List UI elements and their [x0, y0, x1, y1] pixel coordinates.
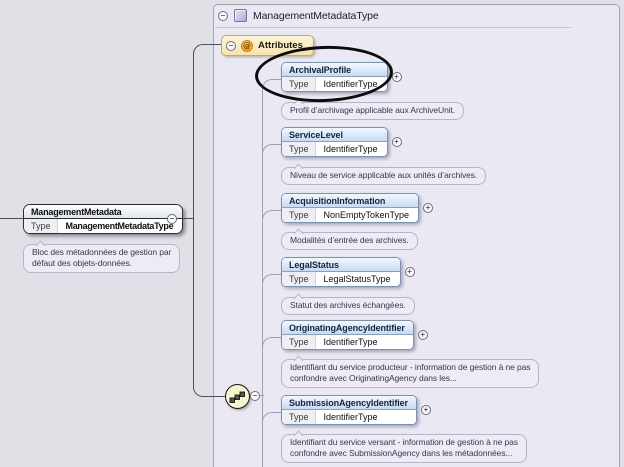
connector-line	[262, 88, 263, 467]
connector-line	[262, 274, 281, 287]
type-value: IdentifierType	[323, 79, 378, 89]
element-group: SubmissionAgencyIdentifier Type Identifi…	[281, 395, 431, 425]
element-box-servicelevel[interactable]: ServiceLevel Type IdentifierType	[281, 127, 388, 157]
expand-icon[interactable]: +	[391, 137, 402, 147]
connector-line	[193, 44, 221, 55]
complextype-header: − ManagementMetadataType	[218, 9, 379, 22]
attributes-section[interactable]: − @ Attributes	[221, 35, 314, 56]
complextype-title: ManagementMetadataType	[253, 9, 379, 22]
expand-icon[interactable]: +	[417, 330, 428, 340]
complex-type-icon	[234, 9, 247, 22]
type-value: IdentifierType	[323, 412, 378, 422]
description-bubble: Statut des archives échangées.	[281, 297, 415, 315]
element-box-originatingagencyidentifier[interactable]: OriginatingAgencyIdentifier Type Identif…	[281, 320, 414, 350]
type-value: IdentifierType	[323, 144, 378, 154]
header-divider	[215, 27, 571, 28]
element-name: ManagementMetadata	[24, 205, 183, 219]
collapse-icon[interactable]: −	[218, 10, 228, 21]
element-name: LegalStatus	[282, 258, 400, 272]
element-box-archivalprofile[interactable]: ArchivalProfile Type IdentifierType	[281, 62, 388, 92]
element-box-acquisitioninformation[interactable]: AcquisitionInformation Type NonEmptyToke…	[281, 193, 420, 223]
element-box-legalstatus[interactable]: LegalStatus Type LegalStatusType	[281, 257, 401, 287]
element-box-submissionagencyidentifier[interactable]: SubmissionAgencyIdentifier Type Identifi…	[281, 395, 417, 425]
root-element-group: ManagementMetadata Type ManagementMetada…	[23, 204, 184, 234]
element-name: AcquisitionInformation	[282, 194, 419, 208]
connector-line	[0, 218, 24, 219]
collapse-icon[interactable]: −	[226, 40, 236, 51]
type-value: IdentifierType	[323, 337, 378, 347]
collapse-icon[interactable]: −	[167, 214, 177, 224]
description-bubble: Identifiant du service producteur - info…	[281, 359, 540, 388]
element-group: OriginatingAgencyIdentifier Type Identif…	[281, 320, 428, 350]
type-label: Type	[282, 77, 316, 91]
collapse-icon[interactable]: −	[250, 391, 260, 401]
connector-line	[262, 210, 281, 223]
connector-line	[262, 144, 281, 157]
element-box-managementmetadata[interactable]: ManagementMetadata Type ManagementMetada…	[23, 204, 184, 234]
type-label: Type	[282, 410, 316, 424]
expand-icon[interactable]: +	[404, 267, 415, 277]
connector-line	[262, 79, 281, 92]
expand-icon[interactable]: +	[420, 405, 431, 415]
attributes-label: Attributes	[258, 40, 303, 51]
element-name: ServiceLevel	[282, 128, 387, 142]
element-group: ServiceLevel Type IdentifierType +	[281, 127, 402, 157]
description-bubble: Niveau de service applicable aux unités …	[281, 167, 487, 185]
element-group: AcquisitionInformation Type NonEmptyToke…	[281, 193, 434, 223]
connector-line	[262, 412, 281, 425]
connector-line	[177, 218, 194, 219]
type-label: Type	[282, 208, 316, 222]
connector-line	[193, 386, 225, 397]
attribute-at-icon: @	[241, 39, 253, 52]
type-value: LegalStatusType	[323, 274, 391, 284]
type-label: Type	[282, 142, 316, 156]
element-name: OriginatingAgencyIdentifier	[282, 321, 413, 335]
element-group: LegalStatus Type LegalStatusType +	[281, 257, 415, 287]
element-name: ArchivalProfile	[282, 63, 387, 77]
expand-icon[interactable]: +	[423, 203, 434, 213]
description-bubble: Bloc des métadonnées de gestion par défa…	[23, 244, 181, 273]
connector-line	[193, 52, 194, 388]
element-name: SubmissionAgencyIdentifier	[282, 396, 416, 410]
type-label: Type	[282, 335, 316, 349]
type-label: Type	[24, 219, 58, 233]
type-value: NonEmptyTokenType	[323, 210, 410, 220]
sequence-compositor-icon[interactable]	[225, 384, 250, 409]
type-value: ManagementMetadataType	[65, 221, 174, 231]
description-bubble: Modalités d’entrée des archives.	[281, 232, 418, 250]
description-bubble: Profil d’archivage applicable aux Archiv…	[281, 102, 465, 120]
type-label: Type	[282, 272, 316, 286]
description-bubble: Identifiant du service versant - informa…	[281, 434, 527, 463]
expand-icon[interactable]: +	[391, 72, 402, 82]
connector-line	[262, 337, 281, 350]
element-group: ArchivalProfile Type IdentifierType +	[281, 62, 402, 92]
sequence-glyph	[229, 391, 246, 403]
connector-line	[259, 395, 264, 396]
